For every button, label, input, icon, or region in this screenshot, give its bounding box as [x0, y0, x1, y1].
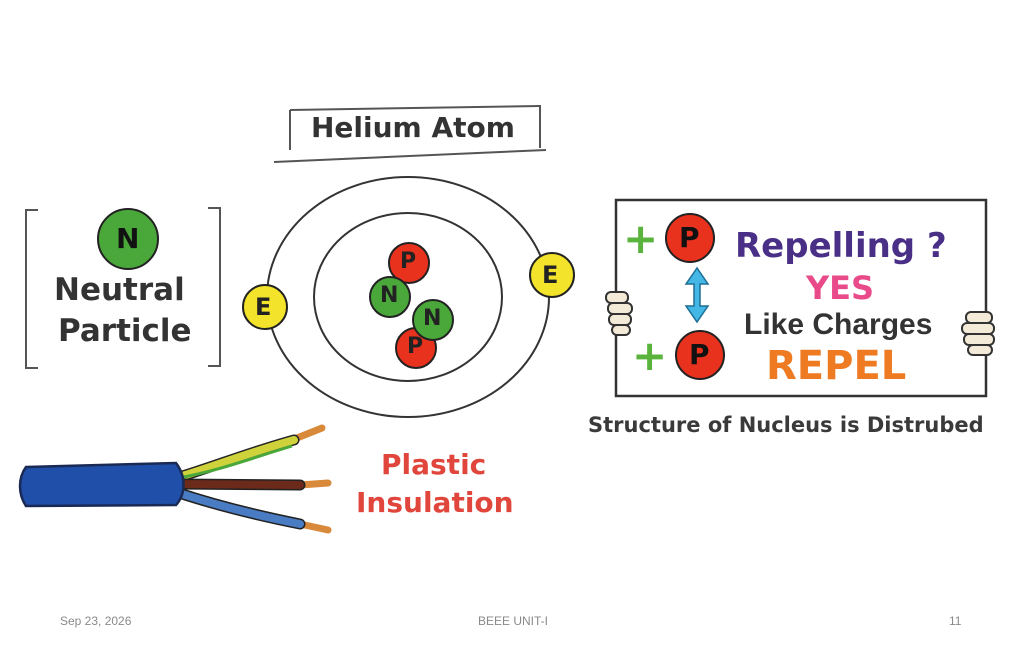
insulation-label-line2: Insulation: [356, 486, 514, 519]
atom-title: Helium Atom: [311, 111, 515, 144]
neutral-label-line2: Particle: [58, 313, 192, 349]
like-charges-label: Like Charges: [744, 308, 933, 341]
neutral-brackets: [25, 207, 221, 369]
board-proton-bottom-symbol: P: [689, 338, 710, 371]
cable-sheath: [18, 461, 185, 508]
double-arrow-icon: [684, 266, 710, 324]
electron-left: [242, 284, 288, 330]
footer-date: Sep 23, 2026: [60, 614, 132, 628]
nucleus-neutron-right-symbol: N: [423, 306, 442, 331]
footer-page-number: 11: [949, 614, 962, 628]
yes-answer: YES: [806, 269, 875, 307]
title-frame: [273, 105, 547, 163]
board-proton-top-symbol: P: [679, 221, 700, 254]
repelling-question: Repelling ?: [735, 226, 947, 266]
footer-title: BEEE UNIT-I: [478, 614, 549, 628]
right-hand-icon: [961, 311, 995, 356]
left-hand-icon: [605, 291, 633, 336]
nucleus-neutron-left: [369, 276, 411, 318]
repel-label: REPEL: [766, 343, 907, 389]
plus-sign-top: +: [623, 214, 659, 263]
nucleus-caption: Structure of Nucleus is Distrubed: [588, 413, 984, 437]
nucleus-neutron-left-symbol: N: [380, 283, 399, 308]
neutral-symbol: N: [116, 222, 140, 255]
neutral-particle-circle: [97, 208, 159, 270]
nucleus-proton-top: [388, 242, 430, 284]
nucleus-proton-top-symbol: P: [400, 249, 417, 274]
inner-orbit: [313, 212, 503, 382]
plus-sign-bottom: +: [632, 331, 668, 380]
insulation-label-line1: Plastic: [381, 448, 487, 481]
board-proton-top: [665, 213, 715, 263]
neutral-label-line1: Neutral: [54, 272, 185, 308]
nucleus-proton-bottom-symbol: P: [407, 334, 424, 359]
cable-illustration: [18, 424, 332, 534]
electron-right: [529, 252, 575, 298]
board-proton-bottom: [675, 330, 725, 380]
electron-right-symbol: E: [542, 261, 559, 289]
electron-left-symbol: E: [255, 293, 272, 321]
nucleus-neutron-right: [412, 299, 454, 341]
